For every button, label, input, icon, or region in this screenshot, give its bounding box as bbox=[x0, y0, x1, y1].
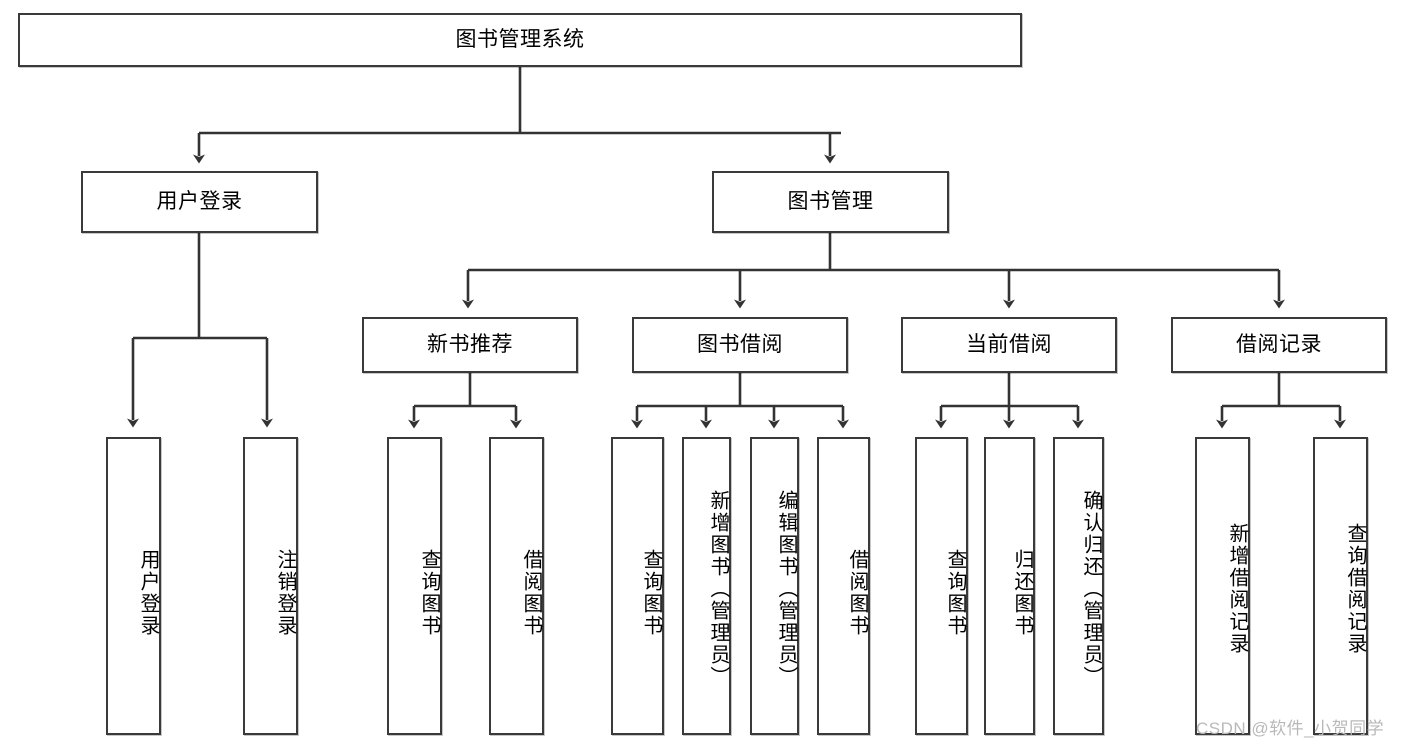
node-borrow-record-label: 借阅记录 bbox=[1236, 333, 1322, 357]
node-leaf-confirm-return-admin[interactable]: 确认归还（管理员） bbox=[1053, 437, 1104, 735]
node-leaf-query-book-borrow[interactable]: 查询图书 bbox=[611, 437, 664, 735]
node-leaf-query-borrow-record[interactable]: 查询借阅记录 bbox=[1313, 437, 1368, 735]
node-new-book-recommend-label: 新书推荐 bbox=[427, 333, 513, 357]
node-leaf-add-book-admin-label: 新增图书（管理员） bbox=[707, 490, 729, 688]
node-leaf-add-borrow-record-label: 新增借阅记录 bbox=[1226, 523, 1248, 655]
csdn-watermark: CSDN @软件_小贺同学 bbox=[1196, 719, 1385, 738]
node-leaf-query-book-current-label: 查询图书 bbox=[944, 549, 966, 637]
node-leaf-return-book-label: 归还图书 bbox=[1011, 549, 1033, 637]
node-leaf-query-book-current[interactable]: 查询图书 bbox=[915, 437, 968, 735]
node-root[interactable]: 图书管理系统 bbox=[18, 13, 1022, 67]
node-leaf-user-login[interactable]: 用户登录 bbox=[106, 437, 161, 735]
node-leaf-logout[interactable]: 注销登录 bbox=[243, 437, 298, 735]
node-book-borrow-label: 图书借阅 bbox=[697, 333, 783, 357]
node-book-management[interactable]: 图书管理 bbox=[712, 171, 949, 233]
node-root-label: 图书管理系统 bbox=[455, 28, 585, 52]
node-current-borrow[interactable]: 当前借阅 bbox=[901, 317, 1117, 373]
node-leaf-borrow-book-borrow-label: 借阅图书 bbox=[846, 549, 868, 637]
node-leaf-query-book-newbook[interactable]: 查询图书 bbox=[387, 437, 442, 735]
node-leaf-add-book-admin[interactable]: 新增图书（管理员） bbox=[682, 437, 731, 735]
node-leaf-query-borrow-record-label: 查询借阅记录 bbox=[1344, 523, 1366, 655]
node-leaf-query-book-newbook-label: 查询图书 bbox=[418, 549, 440, 637]
node-borrow-record[interactable]: 借阅记录 bbox=[1171, 317, 1387, 373]
node-leaf-logout-label: 注销登录 bbox=[274, 549, 296, 637]
node-current-borrow-label: 当前借阅 bbox=[966, 333, 1052, 357]
node-book-management-label: 图书管理 bbox=[787, 190, 874, 214]
node-leaf-edit-book-admin[interactable]: 编辑图书（管理员） bbox=[750, 437, 799, 735]
node-leaf-confirm-return-admin-label: 确认归还（管理员） bbox=[1080, 490, 1102, 688]
node-leaf-user-login-label: 用户登录 bbox=[137, 549, 159, 637]
node-leaf-return-book[interactable]: 归还图书 bbox=[984, 437, 1035, 735]
node-new-book-recommend[interactable]: 新书推荐 bbox=[362, 317, 578, 373]
node-leaf-add-borrow-record[interactable]: 新增借阅记录 bbox=[1195, 437, 1250, 735]
node-user-login[interactable]: 用户登录 bbox=[81, 171, 318, 233]
node-leaf-borrow-book-borrow[interactable]: 借阅图书 bbox=[817, 437, 870, 735]
node-leaf-borrow-book-newbook-label: 借阅图书 bbox=[520, 549, 542, 637]
node-book-borrow[interactable]: 图书借阅 bbox=[632, 317, 848, 373]
node-leaf-edit-book-admin-label: 编辑图书（管理员） bbox=[775, 490, 797, 688]
node-leaf-query-book-borrow-label: 查询图书 bbox=[640, 549, 662, 637]
node-user-login-label: 用户登录 bbox=[156, 190, 243, 214]
node-leaf-borrow-book-newbook[interactable]: 借阅图书 bbox=[489, 437, 544, 735]
